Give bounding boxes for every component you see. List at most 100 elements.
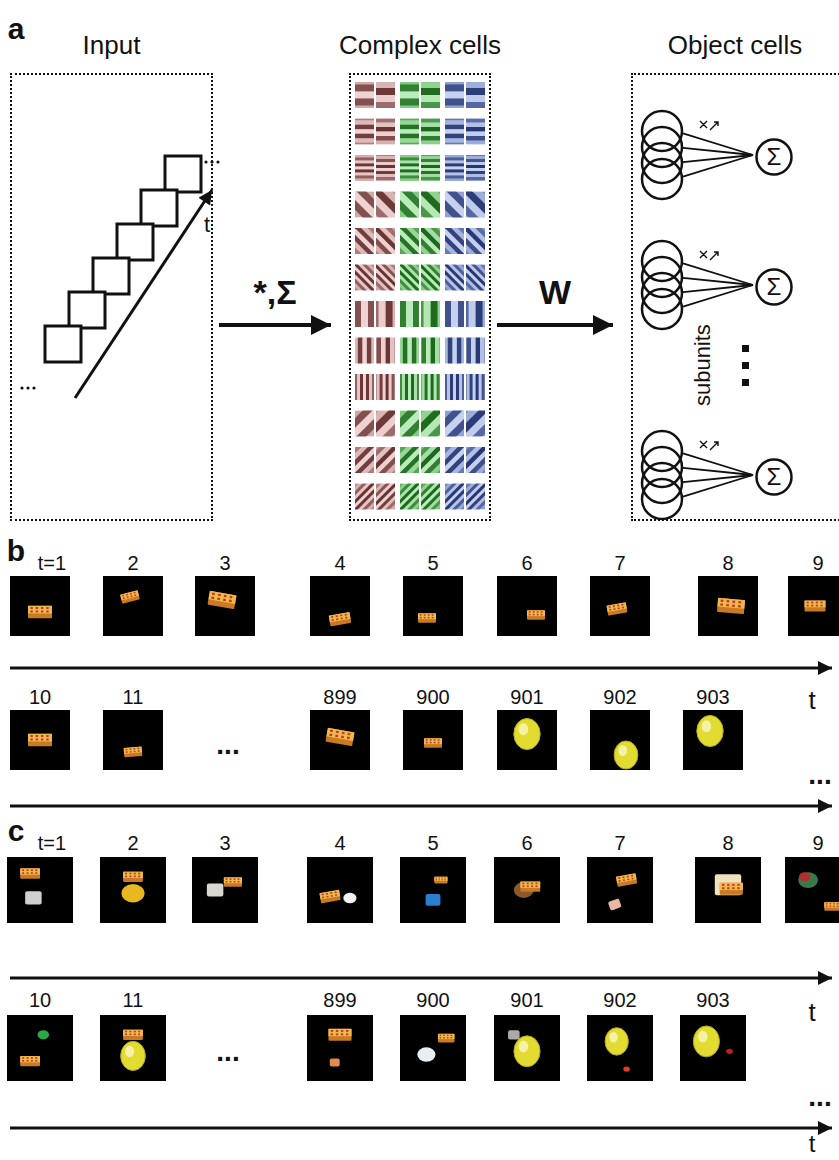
gabor-patch [400,447,419,473]
input-frame [165,156,201,192]
input-panel: Input [10,73,213,521]
frame-number: t=1 [38,832,66,854]
input-frame-stack [20,156,219,398]
edge-label: *,Σ [253,274,296,311]
subunit-circle [642,159,682,199]
frame-number: 6 [521,552,532,574]
frame-number: 9 [812,552,823,574]
gabor-patch [421,484,440,510]
frame-number: 899 [323,686,356,708]
time-axis-label: t [204,213,210,237]
subunit-circle [642,289,682,329]
video-frame [590,710,650,770]
video-frame [10,576,70,636]
gabor-patch [355,228,374,254]
video-frame [497,576,557,636]
gabor-patch [466,411,485,437]
gabor-patch [400,411,419,437]
gabor-patch [355,265,374,291]
gabor-patch [376,338,395,364]
subunit-weight-line [683,148,753,155]
continuation-dot [216,160,219,163]
gabor-patch [376,484,395,510]
object-cell-subunits [642,111,753,519]
frame-number: 901 [510,989,543,1011]
gabor-patch [421,301,440,327]
gabor-patch [400,192,419,218]
input-frame [117,224,153,260]
gabor-patch [376,155,395,181]
frame-number: 899 [323,989,356,1011]
gabor-patch [445,411,464,437]
gabor-patch [400,228,419,254]
continuation-dot [742,379,749,386]
summation-node: Σ [755,458,793,496]
frame-number: 4 [334,552,345,574]
gabor-patch [421,192,440,218]
gabor-patch [466,338,485,364]
gabor-patch [355,119,374,145]
gabor-patch [400,301,419,327]
video-frame [587,1015,653,1081]
gabor-filter-bank [306,43,536,535]
gabor-patch [421,447,440,473]
gabor-patch [445,374,464,400]
time-axis [10,667,832,670]
video-frame [403,710,463,770]
input-frame [69,292,105,328]
gabor-patch [355,374,374,400]
subunit-circle [642,447,682,487]
time-axis [10,805,832,808]
gabor-patch [421,155,440,181]
video-frame [103,576,163,636]
subunit-weight-line [683,453,753,475]
gabor-patch [445,338,464,364]
gabor-patch [400,338,419,364]
frame-number: 8 [722,832,733,854]
gabor-patch [400,265,419,291]
weight-symbol [700,121,718,130]
video-frame [307,1015,373,1081]
video-frame [103,710,163,770]
gabor-patch [466,155,485,181]
time-axis-label: t [809,1131,816,1157]
frame-number: 901 [510,686,543,708]
gabor-patch [355,155,374,181]
video-frame [310,576,370,636]
video-frame [307,857,373,923]
object-cells-panel: Object cellsΣΣΣ [631,73,839,521]
gabor-patch [355,82,374,108]
time-axis [10,1127,832,1130]
video-frame [788,576,839,636]
frame-number: 2 [127,832,138,854]
subunit-circle [642,479,682,519]
gabor-patch [466,119,485,145]
gabor-patch [421,119,440,145]
gabor-patch [376,228,395,254]
frame-number: 3 [219,552,230,574]
connector-arrow [219,323,331,327]
video-frame [100,1015,166,1081]
subunit-weight-line [683,133,753,155]
subunit-weight-line [683,468,753,475]
gabor-patch [421,228,440,254]
panel-heading: Complex cells [339,31,501,60]
frame-number: 7 [614,552,625,574]
gabor-patch [400,374,419,400]
video-frame [785,857,839,923]
frame-number: 902 [603,989,636,1011]
gabor-patch [376,82,395,108]
subunit-weight-line [683,155,753,177]
gabor-patch [421,338,440,364]
subunit-circle [642,241,682,281]
edge-label: W [539,274,571,311]
frame-number: 903 [696,989,729,1011]
video-frame [7,857,73,923]
continuation-dot [32,386,35,389]
frame-number: 2 [127,552,138,574]
subunits-label: subunits [691,324,715,406]
gabor-patch [376,411,395,437]
video-frame [100,857,166,923]
weight-symbol [700,441,718,450]
